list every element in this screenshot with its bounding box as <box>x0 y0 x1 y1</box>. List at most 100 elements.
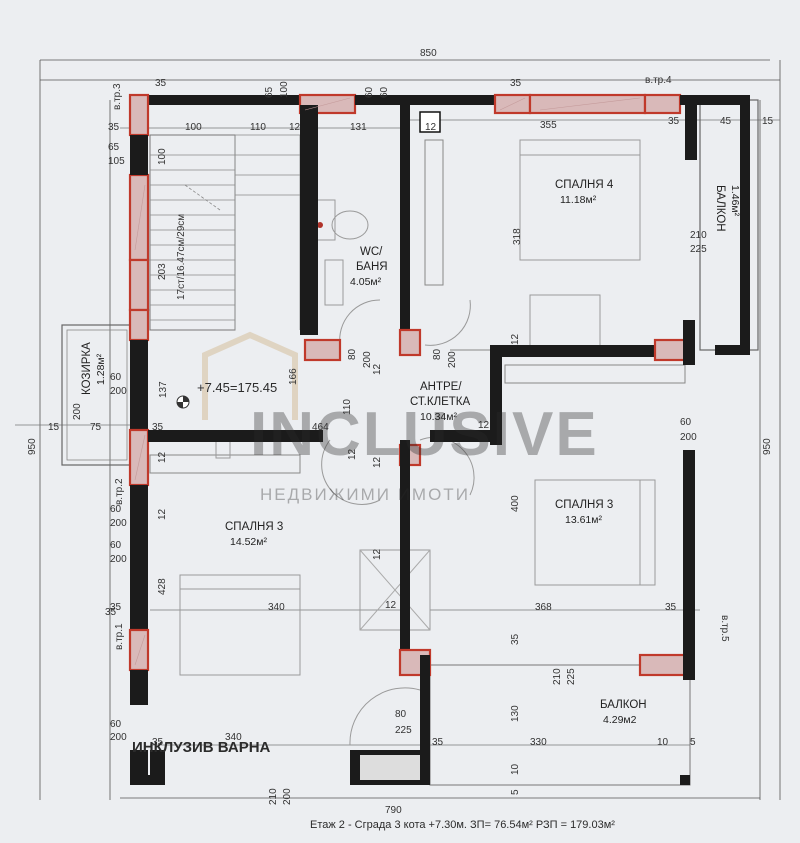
dimension-lines <box>15 59 781 800</box>
svg-text:35: 35 <box>105 607 117 618</box>
dim-left-total: 950 <box>27 438 38 455</box>
room-area: 4.29м2 <box>603 714 637 726</box>
svg-text:5: 5 <box>690 737 696 748</box>
svg-text:464: 464 <box>312 422 329 433</box>
svg-text:35: 35 <box>152 422 164 433</box>
svg-text:355: 355 <box>540 120 557 131</box>
svg-text:203: 203 <box>157 263 168 280</box>
svg-text:200: 200 <box>110 554 127 565</box>
svg-text:12: 12 <box>385 600 397 611</box>
svg-text:60: 60 <box>110 504 122 515</box>
svg-text:35: 35 <box>665 602 677 613</box>
svg-text:340: 340 <box>225 732 242 743</box>
svg-text:75: 75 <box>90 422 102 433</box>
furniture <box>179 139 656 676</box>
svg-text:10: 10 <box>510 763 521 775</box>
room-name: АНТРЕ/ <box>420 381 462 393</box>
svg-text:330: 330 <box>530 737 547 748</box>
svg-text:400: 400 <box>510 495 521 512</box>
svg-text:60: 60 <box>110 719 122 730</box>
sink <box>324 259 344 306</box>
svg-text:60: 60 <box>680 417 692 428</box>
svg-text:15: 15 <box>762 116 774 127</box>
room-area: 1.46м² <box>729 185 741 217</box>
room-area: 13.61м² <box>565 514 602 526</box>
level-mark: +7.45=175.45 <box>197 380 277 395</box>
svg-text:80: 80 <box>432 348 443 360</box>
room-name-2: СТ.КЛЕТКА <box>410 396 471 408</box>
svg-text:60: 60 <box>379 86 390 98</box>
svg-text:200: 200 <box>72 403 83 420</box>
wardrobes <box>149 139 686 474</box>
room-area: 10.34м² <box>420 411 457 423</box>
svg-text:65: 65 <box>264 86 275 98</box>
svg-text:210: 210 <box>268 788 279 805</box>
svg-text:131: 131 <box>350 122 367 133</box>
column-marker: в.тр.3 <box>112 83 123 110</box>
plan-footer: Етаж 2 - Сграда 3 кота +7.30м. ЗП= 76.54… <box>310 819 615 831</box>
room-name: СПАЛНЯ 4 <box>555 179 614 191</box>
room-area: 1.28м² <box>95 353 107 385</box>
room-area: 14.52м² <box>230 536 267 548</box>
column-hatch <box>134 97 641 666</box>
svg-text:80: 80 <box>395 709 407 720</box>
watermark-brand: INCLUSIVE <box>250 400 599 469</box>
dim-right-total: 950 <box>762 438 773 455</box>
svg-text:105: 105 <box>108 156 125 167</box>
room-name: БАЛКОН <box>600 699 647 711</box>
svg-text:10: 10 <box>657 737 669 748</box>
svg-text:35: 35 <box>155 78 167 89</box>
svg-text:35: 35 <box>510 633 521 645</box>
desk <box>359 549 431 631</box>
svg-text:200: 200 <box>362 351 373 368</box>
svg-text:225: 225 <box>395 725 412 736</box>
column-marker: в.тр.2 <box>114 478 125 505</box>
svg-text:100: 100 <box>279 81 290 98</box>
room-name: СПАЛНЯ 3 <box>555 499 613 511</box>
svg-text:12: 12 <box>372 363 383 375</box>
svg-text:35: 35 <box>510 78 522 89</box>
svg-text:60: 60 <box>110 372 122 383</box>
svg-text:12: 12 <box>372 548 383 560</box>
svg-text:225: 225 <box>566 668 577 685</box>
room-area: 4.05м² <box>350 276 382 288</box>
room-name: КОЗИРКА <box>81 342 93 395</box>
svg-text:200: 200 <box>282 788 293 805</box>
svg-text:12: 12 <box>347 448 358 460</box>
svg-text:35: 35 <box>108 122 120 133</box>
svg-text:340: 340 <box>268 602 285 613</box>
svg-text:12: 12 <box>478 420 490 431</box>
room-name: WC/ <box>360 246 383 258</box>
svg-text:12: 12 <box>372 456 383 468</box>
svg-text:45: 45 <box>720 116 732 127</box>
dim-bottom-total: 790 <box>385 805 402 816</box>
svg-text:5: 5 <box>510 789 521 795</box>
svg-text:200: 200 <box>110 732 127 743</box>
room-labels: СПАЛНЯ 4 11.18м² БАЛКОН 1.46м² WC/ БАНЯ … <box>81 179 741 726</box>
svg-text:65: 65 <box>108 142 120 153</box>
svg-text:110: 110 <box>250 122 266 133</box>
column-markers: в.тр.3 в.тр.4 в.тр.2 в.тр.1 в.тр.5 <box>112 75 730 650</box>
svg-text:166: 166 <box>288 368 299 385</box>
svg-text:35: 35 <box>432 737 444 748</box>
svg-text:12: 12 <box>157 451 168 463</box>
room-name: БАЛКОН <box>714 185 726 232</box>
svg-text:200: 200 <box>110 386 127 397</box>
svg-text:210: 210 <box>690 230 707 241</box>
svg-text:225: 225 <box>690 244 707 255</box>
dim-second-row: 35 100 110 12 131 12 355 35 45 15 <box>108 116 774 133</box>
svg-text:12: 12 <box>510 333 521 345</box>
watermark-sub: НЕДВИЖИМИ ИМОТИ <box>260 485 470 504</box>
svg-text:200: 200 <box>110 518 127 529</box>
room-name-2: БАНЯ <box>356 261 388 273</box>
stair-label: 17ст/16.47см/29см <box>176 214 187 300</box>
svg-text:35: 35 <box>668 116 680 127</box>
dim-top-row: 35 65 100 60 60 35 <box>155 78 522 98</box>
svg-text:200: 200 <box>680 432 697 443</box>
dim-top-total: 850 <box>420 48 437 59</box>
svg-text:200: 200 <box>447 351 458 368</box>
svg-text:15: 15 <box>48 422 60 433</box>
dim-misc: 65 105 100 203 318 210 225 12 60 200 137… <box>48 142 707 805</box>
svg-text:428: 428 <box>157 578 168 595</box>
